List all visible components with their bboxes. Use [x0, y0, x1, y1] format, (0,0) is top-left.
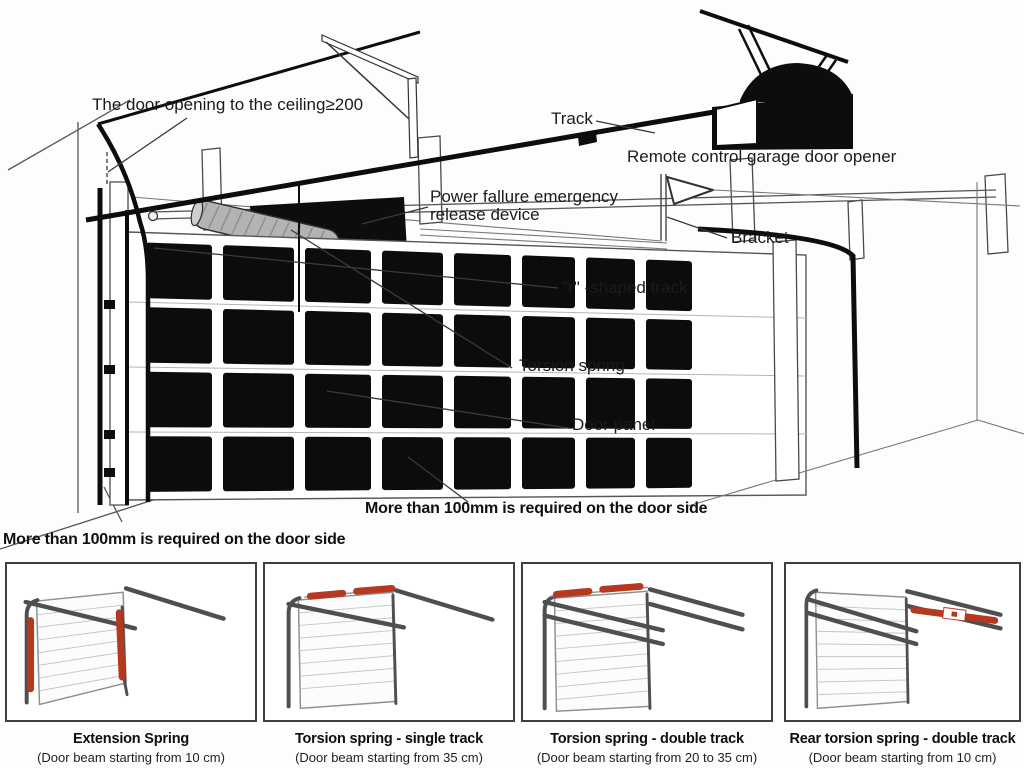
door-window	[146, 242, 212, 300]
door-window	[454, 375, 511, 429]
torsion-spring-right	[599, 583, 644, 593]
panel-frame	[521, 562, 773, 722]
panel-title: Rear torsion spring - double track	[789, 731, 1016, 747]
torsion-double-drawing	[542, 583, 745, 712]
panel-title: Torsion spring - single track	[294, 731, 484, 747]
door-window	[146, 371, 212, 428]
label-door-side-clearance-left: More than 100mm is required on the door …	[3, 531, 346, 548]
door-window	[146, 436, 212, 492]
panel-torsion-single: Torsion spring - single track (Door beam…	[263, 562, 515, 765]
extension-spring-right	[115, 609, 126, 681]
door-window	[522, 316, 575, 369]
panel-extension-spring: Extension Spring (Door beam starting fro…	[5, 562, 257, 765]
door-window	[223, 436, 294, 492]
track-drawing	[85, 109, 715, 223]
door-window	[586, 437, 635, 489]
right-wall-drawing	[687, 182, 1024, 507]
label-bracket: Bracket	[731, 228, 789, 247]
panel-title: Extension Spring	[72, 731, 190, 747]
torsion-spring-left	[553, 587, 593, 598]
panel-frame	[784, 562, 1021, 722]
label-door-panel: Door panel	[572, 415, 656, 434]
torsion-spring-left	[306, 589, 347, 600]
right-track-drawing	[697, 226, 860, 482]
door-window	[522, 255, 575, 309]
door-window	[223, 245, 294, 302]
door-window	[586, 377, 635, 429]
door-window	[382, 437, 443, 491]
door-window	[382, 312, 443, 367]
door-window	[646, 437, 692, 489]
door-window	[305, 373, 371, 428]
torsion-spring-right	[353, 584, 396, 595]
opener-drawing	[699, 9, 853, 150]
door-window	[646, 319, 692, 370]
panel-torsion-double: Torsion spring - double track (Door beam…	[521, 562, 773, 765]
label-ceiling-clearance: The door opening to the ceiling≥200	[92, 95, 364, 114]
door-window	[382, 250, 443, 306]
panel-subtitle: (Door beam starting from 35 cm)	[295, 750, 483, 765]
left-track-drawing	[96, 30, 421, 506]
panel-frame	[5, 562, 257, 722]
panel-rear-torsion-double: Rear torsion spring - double track (Door…	[784, 562, 1021, 765]
ceiling-bracket-drawing	[321, 34, 419, 159]
label-power-failure-line2: release device	[430, 205, 540, 224]
door-window	[646, 259, 692, 312]
torsion-single-drawing	[286, 584, 495, 710]
door-window	[305, 310, 371, 366]
door-window	[146, 307, 212, 364]
door-window	[586, 257, 635, 310]
door-windows	[146, 242, 692, 492]
right-bracket-drawing	[660, 174, 1021, 241]
label-torsion-spring: Torsion spring	[519, 356, 625, 375]
garage-door-drawing	[127, 231, 807, 501]
spring-warning-tag	[942, 606, 967, 622]
label-opener: Remote control garage door opener	[627, 147, 897, 166]
door-window	[223, 309, 294, 365]
panel-subtitle: (Door beam starting from 10 cm)	[808, 750, 997, 765]
leader-lines	[106, 117, 728, 503]
door-window	[522, 376, 575, 429]
panel-subtitle: (Door beam starting from 20 to 35 cm)	[536, 750, 758, 765]
extension-spring-drawing	[23, 586, 226, 706]
door-window	[382, 374, 443, 429]
left-wall-lines	[0, 99, 179, 550]
door-window	[646, 378, 692, 429]
door-window	[586, 317, 635, 370]
label-power-failure-line1: Power fallure emergency	[430, 187, 619, 206]
door-window	[305, 436, 371, 491]
door-window	[305, 248, 371, 304]
panel-title: Torsion spring - double track	[550, 731, 744, 747]
label-door-side-clearance-right: More than 100mm is required on the door …	[365, 500, 708, 517]
rear-torsion-double-drawing	[804, 588, 1003, 710]
door-window	[522, 437, 575, 490]
panel-subtitle: (Door beam starting from 10 cm)	[37, 750, 225, 765]
main-diagram	[0, 9, 1024, 550]
label-track: Track	[551, 109, 593, 128]
panel-frame	[263, 562, 515, 722]
door-window	[223, 372, 294, 428]
label-r-shaped-track: "r" -shaped track	[562, 278, 688, 297]
door-window	[454, 437, 511, 490]
spring-anchor-posts	[201, 135, 1009, 261]
door-window	[454, 314, 511, 368]
